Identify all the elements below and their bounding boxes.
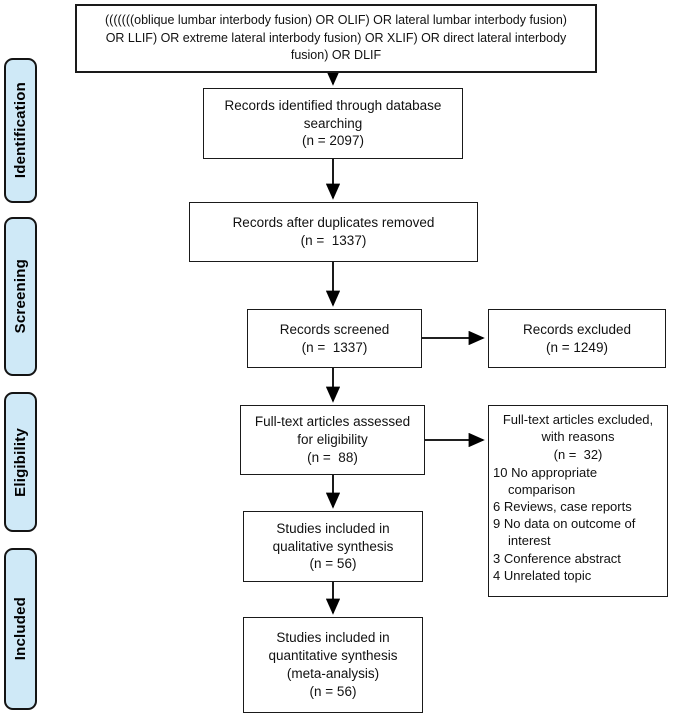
stage-included-label: Included (12, 597, 29, 661)
records-screened-count: (n = 1337) (301, 339, 368, 355)
fulltext-assessed-box: Full-text articles assessed for eligibil… (240, 405, 425, 475)
fulltext-excluded-text: with reasons (541, 429, 615, 445)
records-excluded-text: Records excluded (522, 321, 632, 337)
fulltext-excluded-box: Full-text articles excluded, with reason… (488, 405, 668, 597)
stage-eligibility: Eligibility (4, 392, 37, 532)
records-identified-box: Records identified through database sear… (203, 88, 463, 159)
query-line: OR LLIF) OR extreme lateral interbody fu… (105, 30, 567, 45)
fulltext-excluded-text: Full-text articles excluded, (502, 412, 654, 427)
stage-included: Included (4, 548, 37, 710)
exclusion-reason: 6 Reviews, case reports (493, 499, 632, 515)
stage-screening-label: Screening (12, 259, 29, 334)
quantitative-count: (n = 56) (309, 683, 357, 699)
records-excluded-count: (n = 1249) (546, 339, 608, 355)
qualitative-count: (n = 56) (309, 556, 357, 572)
records-screened-text: Records screened (279, 321, 390, 337)
records-identified-text: searching (303, 115, 363, 131)
records-identified-count: (n = 2097) (302, 133, 364, 149)
exclusion-reason: 9 No data on outcome of interest (493, 516, 636, 549)
exclusion-reason: 4 Unrelated topic (493, 567, 592, 583)
qualitative-text: qualitative synthesis (272, 538, 394, 554)
fulltext-assessed-text: Full-text articles assessed (254, 414, 411, 430)
qualitative-synthesis-box: Studies included in qualitative synthesi… (243, 511, 423, 582)
exclusion-reason: 3 Conference abstract (493, 550, 621, 566)
duplicates-removed-count: (n = 1337) (300, 233, 367, 248)
qualitative-text: Studies included in (276, 520, 390, 536)
stage-eligibility-label: Eligibility (12, 427, 29, 497)
stage-identification-label: Identification (12, 82, 29, 179)
quantitative-text: Studies included in (276, 630, 390, 646)
stage-screening: Screening (4, 217, 37, 376)
records-screened-box: Records screened (n = 1337) (247, 309, 422, 368)
fulltext-excluded-count: (n = 32) (553, 446, 603, 462)
records-identified-text: Records identified through database (224, 97, 442, 113)
fulltext-assessed-count: (n = 88) (307, 449, 358, 465)
records-excluded-box: Records excluded (n = 1249) (488, 309, 666, 368)
duplicates-removed-box: Records after duplicates removed (n = 13… (189, 202, 478, 262)
fulltext-assessed-text: for eligibility (297, 432, 368, 448)
stage-identification: Identification (4, 58, 37, 203)
quantitative-text: quantitative synthesis (268, 648, 398, 664)
duplicates-removed-text: Records after duplicates removed (232, 215, 435, 231)
quantitative-text: (meta-analysis) (286, 666, 380, 681)
exclusion-reasons-list: 10 No appropriate comparison 6 Reviews, … (493, 464, 663, 584)
search-query-box: (((((((oblique lumbar interbody fusion) … (75, 4, 597, 73)
query-line: fusion) OR DLIF (290, 48, 382, 63)
exclusion-reason: 10 No appropriate comparison (493, 464, 598, 497)
query-line: (((((((oblique lumbar interbody fusion) … (105, 13, 567, 28)
quantitative-synthesis-box: Studies included in quantitative synthes… (243, 617, 423, 713)
